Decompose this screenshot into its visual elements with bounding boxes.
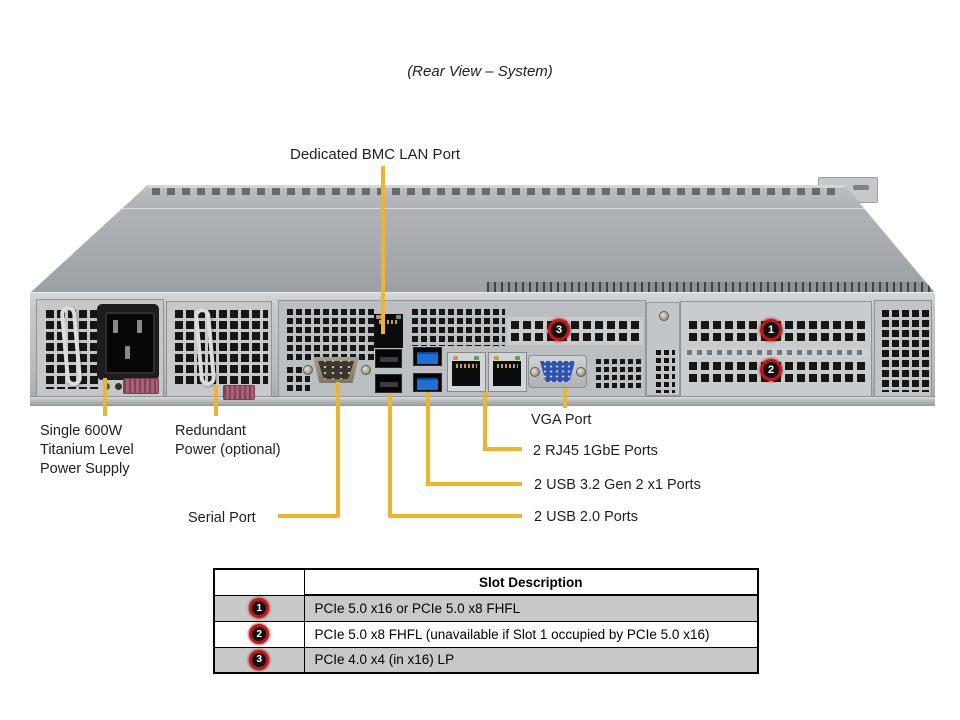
expansion-slots-bay [680,301,872,397]
io-vent-left [284,306,374,362]
center-bracket [646,302,680,396]
slot2-badge: 2 [760,359,782,381]
redundant-power-label: Redundant Power (optional) [175,423,281,458]
slot-divider [685,348,869,357]
rj45-port-2 [488,352,527,392]
slot3-badge: 3 [548,319,570,341]
serial-screw-left [303,365,313,375]
row1-badge: 1 [249,598,270,618]
ac-inlet [97,304,159,380]
callout-line-usb32-v [426,392,430,486]
row3-description: PCIe 4.0 x4 (in x16) LP [303,646,759,674]
bmc-lan-label: Dedicated BMC LAN Port [290,146,461,163]
slot1-badge: 1 [760,319,782,341]
vga-port-pins [540,361,575,382]
serial-port [313,357,359,383]
page-title: (Rear View – System) [407,63,553,80]
table-header-row: Slot Description [213,568,759,596]
right-vent-grid [879,307,929,392]
callout-line-vga [563,388,567,408]
lid-seam [111,208,872,209]
slot-description-table: Slot Description 1 PCIe 5.0 x16 or PCIe … [213,568,759,674]
rj45-ports-label: 2 RJ45 1GbE Ports [533,443,658,459]
slot1-vent-cover [685,317,869,345]
table-row: 3 PCIe 4.0 x4 (in x16) LP [213,646,759,674]
right-vent-module [874,300,932,397]
callout-line-bmc [381,166,385,334]
io-vent-right-small [593,356,643,389]
vga-port-label: VGA Port [531,412,592,428]
bay-vent-grid [172,307,268,387]
psu-vent-grid [43,307,99,389]
psu-latch [123,378,159,394]
serial-screw-right [361,365,371,375]
serial-port-label: Serial Port [188,510,256,526]
slot3-vent-cover [507,317,643,345]
bmc-lan-port [374,314,403,348]
usb32-ports-label: 2 USB 3.2 Gen 2 x1 Ports [534,477,701,493]
table-row: 2 PCIe 5.0 x8 FHFL (unavailable if Slot … [213,620,759,648]
usb2-port-top [375,349,402,368]
usb3-port-bottom [413,373,442,392]
callout-line-psu [103,378,107,416]
io-panel [278,300,646,397]
psu-led-dark [115,383,122,390]
usb2-port-bottom [375,374,402,393]
callout-line-usb32-h [426,482,522,486]
power-supply-module [36,299,164,397]
callout-line-redundant [214,386,218,416]
table-header-badge-cell [213,568,305,596]
psu-label: Single 600W Titanium Level Power Supply [40,423,134,477]
row3-badge: 3 [249,649,270,670]
callout-line-serial-h [278,514,340,518]
redundant-power-bay [166,301,272,400]
io-vent-middle [409,306,505,346]
bay-latch [223,385,255,400]
chassis-top-lid [30,185,935,293]
usb20-ports-label: 2 USB 2.0 Ports [534,509,638,525]
lid-rear-vent-strip [487,282,933,293]
vga-port [528,355,587,388]
row2-description: PCIe 5.0 x8 FHFL (unavailable if Slot 1 … [303,620,759,648]
callout-line-usb20-v [388,394,392,518]
table-header-label: Slot Description [303,568,759,596]
callout-line-rj45-h [483,447,522,451]
serial-port-pins [318,361,354,379]
rj45-port-1 [447,352,486,392]
lid-top-edge [147,185,845,188]
callout-line-usb20-h [388,514,522,518]
callout-line-rj45-v [483,392,487,451]
callout-line-serial-v [336,382,340,518]
usb3-port-top [413,347,442,366]
lid-vent-slots [152,188,840,195]
table-row: 1 PCIe 5.0 x16 or PCIe 5.0 x8 FHFL [213,594,759,622]
row2-badge: 2 [249,624,270,644]
bracket-vent [653,347,675,393]
row1-description: PCIe 5.0 x16 or PCIe 5.0 x8 FHFL [303,594,759,622]
